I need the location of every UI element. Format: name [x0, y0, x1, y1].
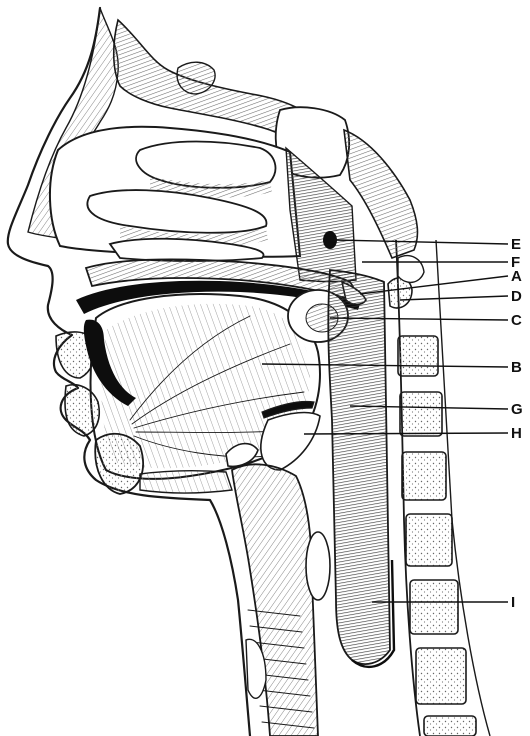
label-E: E — [511, 236, 521, 253]
larynx — [226, 401, 330, 736]
pharynx-oesophagus — [328, 270, 394, 667]
leader-D — [400, 296, 508, 300]
leader-E — [334, 240, 508, 244]
label-G: G — [511, 401, 523, 418]
label-D: D — [511, 288, 522, 305]
label-H: H — [511, 425, 522, 442]
labels: E F A D C B G H I — [511, 236, 523, 611]
label-B: B — [511, 359, 522, 376]
label-I: I — [511, 594, 515, 611]
label-C: C — [511, 312, 522, 329]
label-A: A — [511, 268, 522, 285]
